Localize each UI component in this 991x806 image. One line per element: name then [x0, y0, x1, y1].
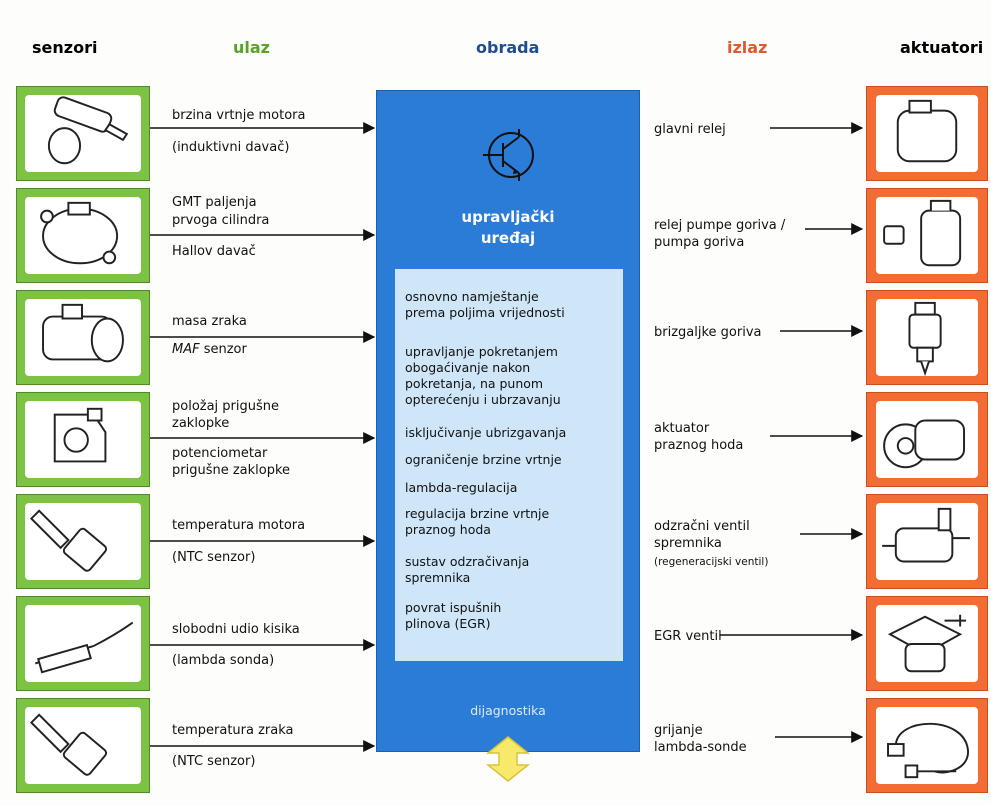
- sensor-label: zaklopke: [172, 416, 230, 431]
- egr-valve-icon: [887, 614, 966, 673]
- actuator-label: pumpa goriva: [654, 235, 745, 250]
- actuator-box-purge: [866, 494, 988, 589]
- header-output: izlaz: [727, 38, 768, 57]
- sensor-label: GMT paljenja: [172, 195, 257, 210]
- sensor-label: temperatura motora: [172, 518, 306, 533]
- actuator-box-injectors: [866, 290, 988, 385]
- function-item: ograničenje brzine vrtnje: [405, 452, 562, 467]
- sensor-box-speed: [16, 86, 150, 181]
- function-item: sustav odzračivanja: [405, 554, 530, 569]
- sensor-label: slobodni udio kisika: [172, 622, 300, 637]
- hall-sensor-icon: [40, 201, 119, 265]
- actuator-box-egr: [866, 596, 988, 691]
- function-item: povrat ispušnih: [405, 600, 502, 615]
- actuator-label: spremnika: [654, 536, 722, 551]
- control-unit-title: uređaj: [480, 229, 536, 247]
- function-item: obogaćivanje nakon: [405, 360, 531, 375]
- injector-icon: [908, 301, 942, 376]
- actuator-label: lambda-sonde: [654, 740, 747, 755]
- actuator-box-idle: [866, 392, 988, 487]
- actuator-label: odzračni ventil: [654, 519, 750, 534]
- diagnostics-label: dijagnostika: [470, 703, 546, 718]
- speed-sensor-icon: [47, 96, 129, 165]
- sensor-box-throttle: [16, 392, 150, 487]
- function-item: pokretanja, na punom: [405, 376, 544, 391]
- temperature-sensor-icon: [29, 713, 108, 776]
- transistor-icon: [483, 129, 534, 181]
- sensor-box-air-temp: [16, 698, 150, 793]
- maf-sensor-icon: [42, 303, 124, 363]
- actuator-label: brizgaljke goriva: [654, 325, 762, 340]
- header-sensors: senzori: [32, 38, 98, 57]
- sensor-label: (lambda sonda): [172, 653, 275, 668]
- sensor-label: Hallov davač: [172, 244, 256, 259]
- double-arrow-icon: [485, 736, 531, 782]
- control-unit: upravljački uređaj osnovno namještanje p…: [376, 90, 640, 752]
- function-item: prema poljima vrijednosti: [405, 305, 565, 320]
- sensor-label: potenciometar: [172, 446, 268, 461]
- function-item: spremnika: [405, 570, 471, 585]
- sensor-label: (NTC senzor): [172, 754, 256, 769]
- sensor-box-maf: [16, 290, 150, 385]
- sensor-label: (induktivni davač): [172, 140, 290, 155]
- header-input: ulaz: [233, 38, 270, 57]
- function-item: opterećenju i ubrzavanju: [405, 392, 561, 407]
- actuator-label: glavni relej: [654, 122, 726, 137]
- function-item: upravljanje pokretanjem: [405, 344, 558, 359]
- lambda-heater-icon: [887, 722, 969, 779]
- actuator-label: (regeneracijski ventil): [654, 556, 769, 568]
- fuel-pump-icon: [883, 199, 962, 267]
- actuator-box-fuel-pump: [866, 188, 988, 283]
- function-item: lambda-regulacija: [405, 480, 518, 495]
- function-item: isključivanje ubrizgavanja: [405, 425, 567, 440]
- idle-actuator-icon: [883, 419, 966, 469]
- header-actuators: aktuatori: [900, 38, 984, 57]
- control-unit-title: upravljački: [461, 208, 555, 226]
- header-processing: obrada: [476, 38, 540, 57]
- lambda-probe-icon: [34, 621, 134, 674]
- sensor-box-hall: [16, 188, 150, 283]
- actuator-box-lambda-heater: [866, 698, 988, 793]
- functions-panel: osnovno namještanje prema poljima vrijed…: [395, 269, 623, 661]
- actuator-label: grijanje: [654, 723, 703, 738]
- actuator-box-main-relay: [866, 86, 988, 181]
- function-item: osnovno namještanje: [405, 289, 539, 304]
- actuator-label: relej pumpe goriva /: [654, 218, 786, 233]
- sensor-label: MAF senzor: [172, 342, 247, 357]
- actuator-label: praznog hoda: [654, 438, 744, 453]
- sensor-label: brzina vrtnje motora: [172, 108, 306, 123]
- function-item: regulacija brzine vrtnje: [405, 506, 550, 521]
- function-item: praznog hoda: [405, 522, 491, 537]
- sensor-label: položaj prigušne: [172, 399, 280, 414]
- relay-icon: [896, 99, 958, 163]
- sensor-label: (NTC senzor): [172, 550, 256, 565]
- purge-valve-icon: [882, 507, 970, 563]
- sensor-label: prvoga cilindra: [172, 213, 270, 228]
- sensor-label: masa zraka: [172, 314, 247, 329]
- actuator-label: EGR ventil: [654, 629, 722, 644]
- sensor-box-lambda: [16, 596, 150, 691]
- temperature-sensor-icon: [29, 509, 108, 572]
- sensor-label: temperatura zraka: [172, 723, 294, 738]
- sensor-box-engine-temp: [16, 494, 150, 589]
- throttle-sensor-icon: [53, 407, 107, 463]
- sensor-label: prigušne zaklopke: [172, 463, 291, 478]
- function-item: plinova (EGR): [405, 616, 491, 631]
- actuator-label: aktuator: [654, 421, 710, 436]
